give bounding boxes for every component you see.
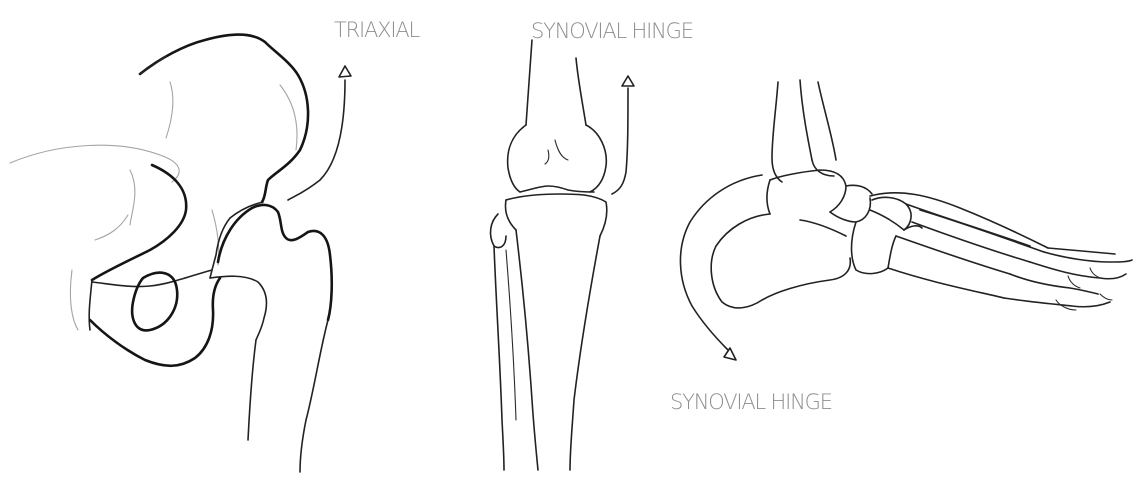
hip-joint-illustration <box>10 35 351 472</box>
rotation-arrow-icon <box>622 76 634 86</box>
ankle-foot-illustration <box>680 80 1132 360</box>
hip-joint-label: TRIAXIAL <box>334 20 419 41</box>
knee-joint-illustration <box>491 40 634 470</box>
rotation-arrow-icon <box>724 348 736 360</box>
knee-joint-label: SYNOVIAL HINGE <box>531 21 693 42</box>
ankle-joint-label: SYNOVIAL HINGE <box>670 392 832 413</box>
rotation-arrow-icon <box>339 66 351 77</box>
